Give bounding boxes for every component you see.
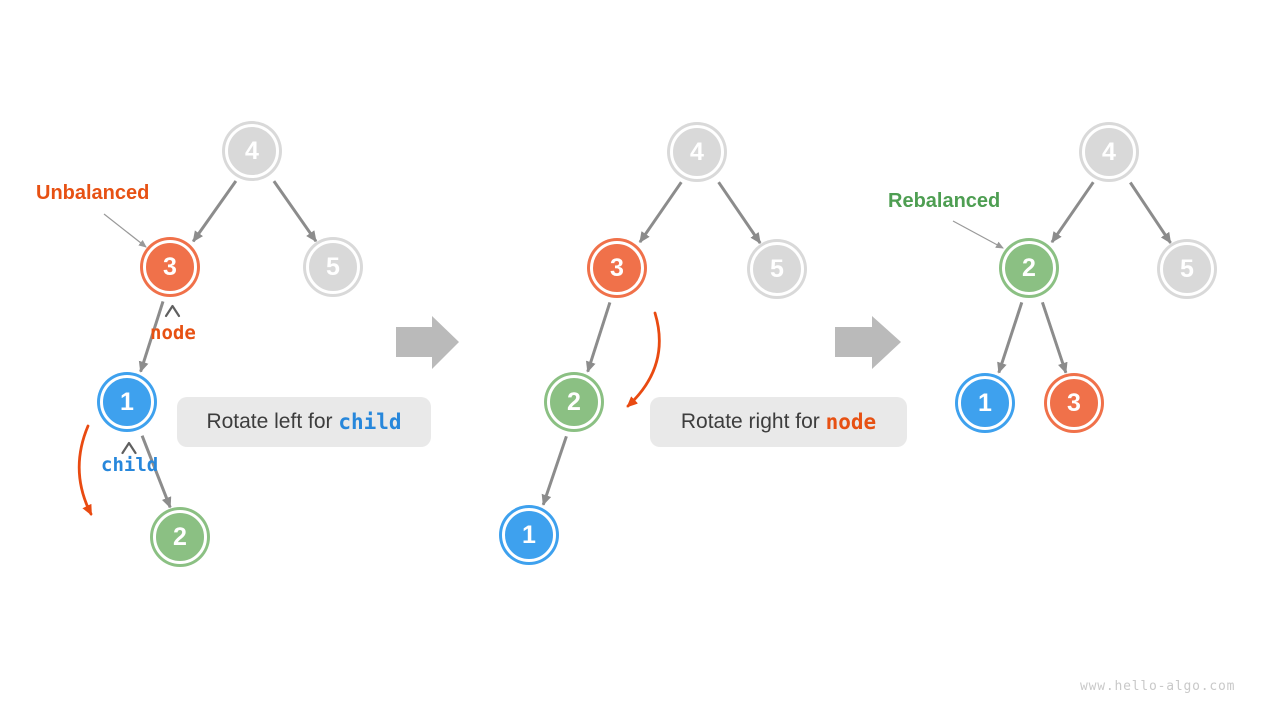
tree3-node-1: 1 [958,376,1012,430]
tree3-node-5: 5 [1160,242,1214,296]
tree3-node-3: 3 [1047,376,1101,430]
tree2-node-2: 2 [547,375,601,429]
node-value: 5 [326,252,340,281]
rebalanced-pointer-line [952,220,1004,249]
rotate-right-arrow-icon [626,311,661,408]
node-value: 4 [245,136,259,165]
rotate-right-caption: Rotate right for node [650,397,907,447]
tree2-edges [541,181,762,506]
edge-4-5 [272,180,318,243]
edge-1-2 [140,435,172,509]
node-value: 4 [1102,137,1116,166]
rotate-left-arrow-icon [77,424,93,516]
edge-3-2 [585,301,612,373]
node-value: 1 [120,387,134,416]
caption-text: Rotate left for [206,410,339,433]
edge-4-5 [717,181,762,244]
rotate-left-caption: Rotate left for child [177,397,431,447]
edge-2-3 [1040,301,1068,374]
tree2-node-3: 3 [590,241,644,295]
caption-code-child: child [338,410,402,434]
node-value: 2 [1022,253,1036,282]
node-value: 3 [1067,388,1081,417]
tree1-node-1: 1 [100,375,154,429]
watermark: www.hello-algo.com [1080,679,1236,694]
tree1-node-5: 5 [306,240,360,294]
unbalanced-label: Unbalanced [36,182,150,204]
node-value: 2 [173,522,187,551]
tree2-node-5: 5 [750,242,804,296]
caption-code-node: node [825,410,877,434]
arrow-right-icon [396,316,459,369]
edge-2-1 [997,301,1024,374]
node-value: 4 [690,137,704,166]
node-value: 1 [522,520,536,549]
caption-text: Rotate right for [680,410,826,433]
tree2-node-1: 1 [502,508,556,562]
edge-3-1 [138,300,165,373]
node-value: 3 [610,253,624,282]
node-value: 5 [1180,254,1194,283]
edge-2-1 [541,435,568,506]
edge-4-3 [638,181,683,244]
caret-up-icon [121,441,137,455]
unbalanced-pointer-line [103,213,147,248]
tree3-node-2: 2 [1002,241,1056,295]
arrow-right-icon [835,316,901,369]
edge-4-5 [1129,181,1172,244]
child-pointer-label: child [101,454,159,476]
tree1-node-4: 4 [225,124,279,178]
tree3-node-4: 4 [1082,125,1136,179]
tree1-edges [138,180,318,509]
node-value: 2 [567,387,581,416]
edge-4-3 [191,180,238,243]
node-value: 1 [978,388,992,417]
tree1-node-2: 2 [153,510,207,564]
node-value: 3 [163,252,177,281]
tree2-node-4: 4 [670,125,724,179]
tree3-edges [997,181,1172,374]
node-pointer-label: node [150,322,196,344]
node-value: 5 [770,254,784,283]
rebalanced-label: Rebalanced [888,190,1001,212]
tree1-node-3: 3 [143,240,197,294]
caret-up-icon [164,304,181,318]
edge-4-2 [1050,181,1095,244]
